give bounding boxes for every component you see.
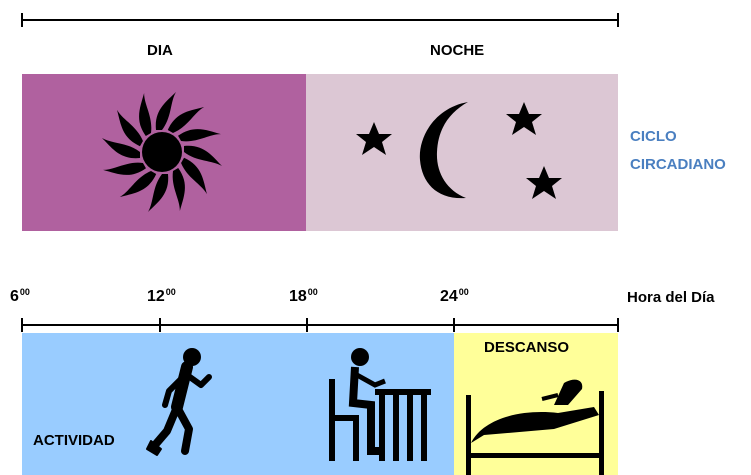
bed-icon bbox=[466, 379, 604, 475]
cycle-label-line2: CIRCADIANO bbox=[630, 156, 726, 173]
tick-minutes: 00 bbox=[165, 287, 176, 297]
cycle-label-line1: CICLO bbox=[630, 128, 677, 145]
star-icon bbox=[506, 102, 542, 135]
tick-minutes: 00 bbox=[458, 287, 469, 297]
time-axis-label: Hora del Día bbox=[627, 289, 715, 306]
tick-label-18: 1800 bbox=[289, 287, 318, 306]
day-panel bbox=[22, 74, 306, 231]
tick-hour: 24 bbox=[440, 288, 458, 305]
rest-panel: DESCANSO bbox=[454, 333, 618, 475]
tick-label-6: 600 bbox=[10, 287, 30, 306]
star-icon bbox=[526, 166, 562, 199]
runner-icon bbox=[146, 348, 212, 456]
sun-icon bbox=[102, 92, 222, 212]
night-icons bbox=[356, 102, 562, 199]
top-scale-line bbox=[21, 13, 619, 27]
night-panel bbox=[306, 74, 618, 231]
moon-icon bbox=[419, 102, 468, 199]
day-label: DIA bbox=[147, 42, 173, 59]
star-icon bbox=[356, 122, 392, 155]
activity-label: ACTIVIDAD bbox=[33, 432, 115, 449]
tick-hour: 18 bbox=[289, 288, 307, 305]
time-scale-line bbox=[21, 318, 619, 332]
tick-minutes: 00 bbox=[19, 287, 30, 297]
tick-minutes: 00 bbox=[307, 287, 318, 297]
tick-hour: 12 bbox=[147, 288, 165, 305]
rest-label: DESCANSO bbox=[484, 339, 570, 356]
night-label: NOCHE bbox=[430, 42, 485, 59]
tick-label-24: 2400 bbox=[440, 287, 469, 306]
activity-panel: ACTIVIDAD bbox=[22, 333, 454, 475]
tick-hour: 6 bbox=[10, 288, 19, 305]
desk-worker-icon bbox=[329, 348, 431, 461]
tick-label-12: 1200 bbox=[147, 287, 176, 306]
